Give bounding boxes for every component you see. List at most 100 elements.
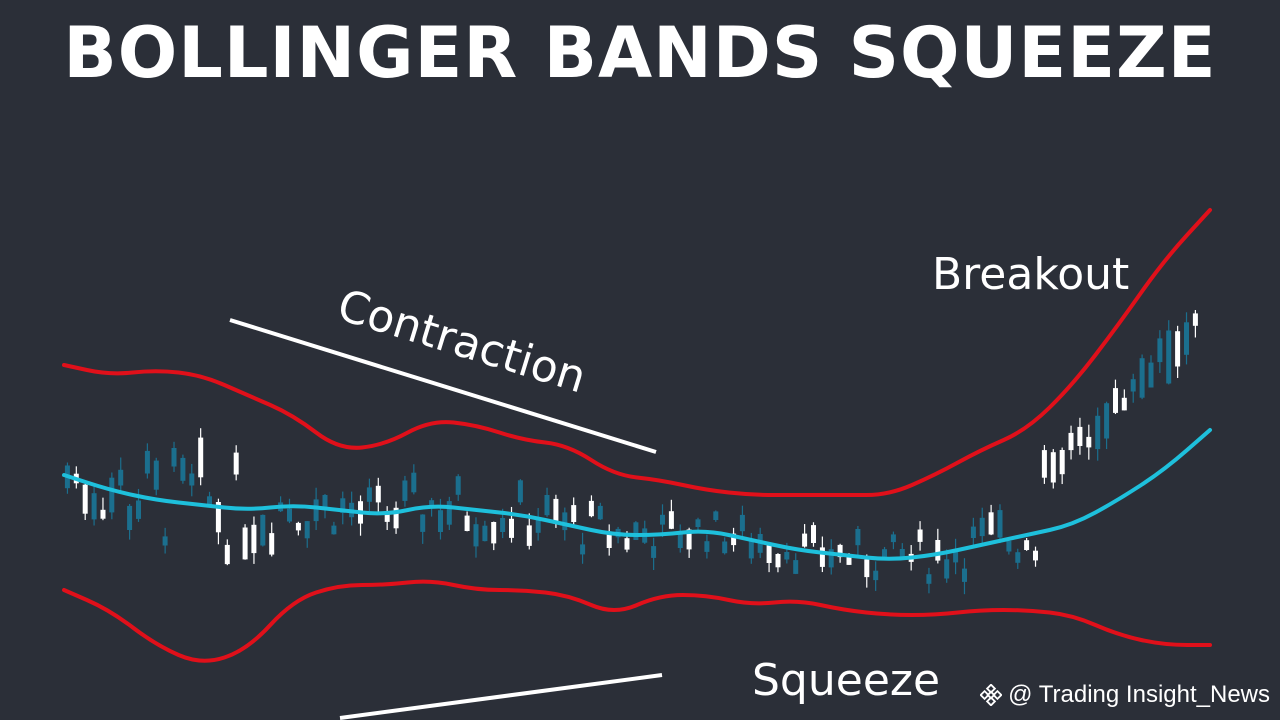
candle-bearish	[260, 514, 266, 546]
candle-bearish	[109, 477, 115, 513]
candle-bearish	[118, 469, 124, 486]
candle-bullish	[686, 529, 692, 550]
candle-bearish	[597, 505, 603, 520]
annotation-squeeze: Squeeze	[752, 655, 940, 706]
candle-bearish	[517, 480, 523, 503]
candle-bullish	[375, 485, 381, 503]
candle-bearish	[1015, 552, 1021, 563]
candle-bearish	[411, 472, 417, 493]
candle-bullish	[766, 545, 772, 563]
annotation-contraction: Contraction	[332, 280, 592, 404]
candle-bearish	[127, 505, 133, 530]
candle-bearish	[970, 526, 976, 538]
candle-bullish	[811, 525, 816, 543]
candle-bearish	[1006, 540, 1012, 552]
candle-bullish	[295, 522, 301, 531]
middle-band-line	[62, 428, 1212, 561]
candle-bearish	[1148, 362, 1154, 388]
candle-bullish	[935, 540, 941, 561]
annotation-breakout: Breakout	[932, 249, 1129, 300]
candle-bearish	[722, 541, 728, 554]
candle-bullish	[571, 505, 577, 522]
candle-bullish	[198, 437, 204, 478]
candle-bearish	[633, 522, 639, 540]
candle-bullish	[491, 522, 497, 544]
candle-bearish	[144, 450, 150, 474]
candle-bullish	[1192, 313, 1198, 326]
candle-bullish	[588, 500, 594, 517]
candle-bearish	[962, 568, 967, 582]
candle-bullish	[1041, 450, 1047, 478]
candle-bearish	[438, 510, 443, 532]
candle-bearish	[420, 514, 426, 532]
candle-bullish	[82, 484, 88, 514]
watermark-text: @ Trading Insight_News	[1008, 681, 1270, 708]
candle-bearish	[340, 498, 346, 513]
candle-bullish	[819, 547, 825, 567]
candle-bearish	[944, 559, 950, 579]
candle-bearish	[402, 480, 408, 501]
candle-bearish	[544, 495, 550, 516]
candle-bullish	[393, 507, 399, 529]
candle-bullish	[215, 502, 221, 533]
candle-bearish	[580, 544, 586, 555]
watermark: @ Trading Insight_News	[980, 680, 1270, 710]
candle-bearish	[162, 536, 168, 546]
candle-bearish	[926, 574, 932, 584]
candle-bullish	[606, 534, 612, 548]
candle-bullish	[269, 533, 275, 555]
candle-bearish	[793, 560, 799, 574]
candle-bearish	[429, 500, 435, 509]
candle-bearish	[660, 514, 665, 525]
candle-bearish	[500, 518, 506, 532]
candle-bearish	[91, 493, 97, 520]
candle-bearish	[713, 511, 719, 520]
candle-bullish	[1175, 331, 1181, 367]
candle-bearish	[207, 496, 212, 505]
candle-bearish	[473, 524, 479, 547]
candle-bullish	[624, 538, 630, 550]
binance-diamond-icon	[980, 684, 1003, 706]
candle-bearish	[1184, 322, 1189, 355]
candle-bearish	[651, 546, 657, 558]
candle-bullish	[1113, 388, 1118, 413]
candle-bearish	[890, 534, 896, 543]
candle-bullish	[846, 556, 852, 565]
candle-bullish	[100, 509, 106, 519]
candle-bearish	[562, 512, 568, 531]
candle-bearish	[899, 549, 905, 559]
candle-bearish	[953, 550, 959, 563]
candle-bullish	[864, 559, 870, 578]
candle-bearish	[1139, 358, 1145, 398]
candle-bearish	[535, 519, 541, 533]
candle-bearish	[180, 457, 186, 481]
candle-bearish	[313, 499, 319, 522]
candle-bearish	[287, 508, 292, 522]
upper-band-line	[62, 208, 1212, 497]
candle-bearish	[455, 476, 461, 495]
candle-bearish	[739, 514, 745, 532]
page-title: BOLLINGER BANDS SQUEEZE	[63, 12, 1217, 94]
candle-bullish	[668, 511, 674, 529]
candle-bearish	[997, 510, 1003, 538]
candle-bearish	[979, 517, 985, 537]
candle-bullish	[917, 529, 923, 542]
candle-bearish	[136, 500, 141, 519]
candles-layer	[64, 309, 1198, 595]
candle-bearish	[1157, 338, 1163, 363]
candle-bearish	[322, 495, 328, 508]
candle-bullish	[384, 513, 390, 522]
candle-bullish	[251, 524, 257, 554]
candle-bearish	[855, 529, 861, 546]
candle-bullish	[1077, 426, 1083, 446]
candle-bearish	[482, 525, 488, 542]
candle-bullish	[233, 452, 239, 475]
bands-layer	[62, 208, 1212, 663]
candle-bearish	[748, 540, 754, 559]
candle-bearish	[1130, 379, 1136, 392]
lower-band-line	[62, 579, 1212, 663]
candle-bearish	[366, 487, 372, 502]
candle-bullish	[1024, 540, 1030, 550]
candle-bearish	[153, 460, 159, 490]
